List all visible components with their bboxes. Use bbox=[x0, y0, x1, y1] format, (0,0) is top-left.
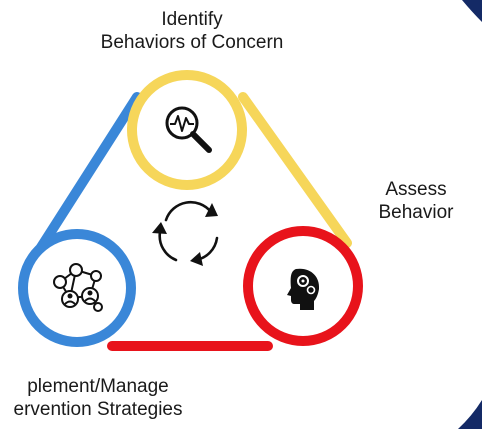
identify-node bbox=[127, 70, 247, 190]
implement-step-label: plement/Manage ervention Strategies bbox=[0, 375, 218, 421]
implement-ring bbox=[18, 229, 136, 347]
assess-label-line2: Behavior bbox=[378, 202, 454, 223]
magnifier-heartbeat-icon bbox=[165, 106, 212, 153]
implement-node bbox=[18, 229, 136, 347]
identify-label-line1: Identify bbox=[161, 9, 223, 30]
cycle-arrows-icon bbox=[152, 200, 219, 266]
identify-ring bbox=[127, 70, 247, 190]
network-people-icon bbox=[53, 263, 103, 312]
implement-label-line1: plement/Manage bbox=[27, 376, 169, 397]
connector-left-blue bbox=[33, 92, 142, 257]
identify-label-line2: Behaviors of Concern bbox=[100, 32, 284, 53]
implement-label-line2: ervention Strategies bbox=[13, 399, 183, 420]
corner-accent-top bbox=[462, 0, 482, 22]
connector-right-yellow bbox=[238, 92, 352, 248]
corner-accent-bottom bbox=[458, 400, 482, 429]
identify-step-label: Identify Behaviors of Concern bbox=[60, 8, 324, 54]
assess-step-label: Assess Behavior bbox=[360, 178, 472, 224]
head-gears-icon bbox=[287, 268, 320, 310]
assess-node bbox=[243, 226, 363, 346]
assess-label-line1: Assess bbox=[385, 179, 447, 200]
